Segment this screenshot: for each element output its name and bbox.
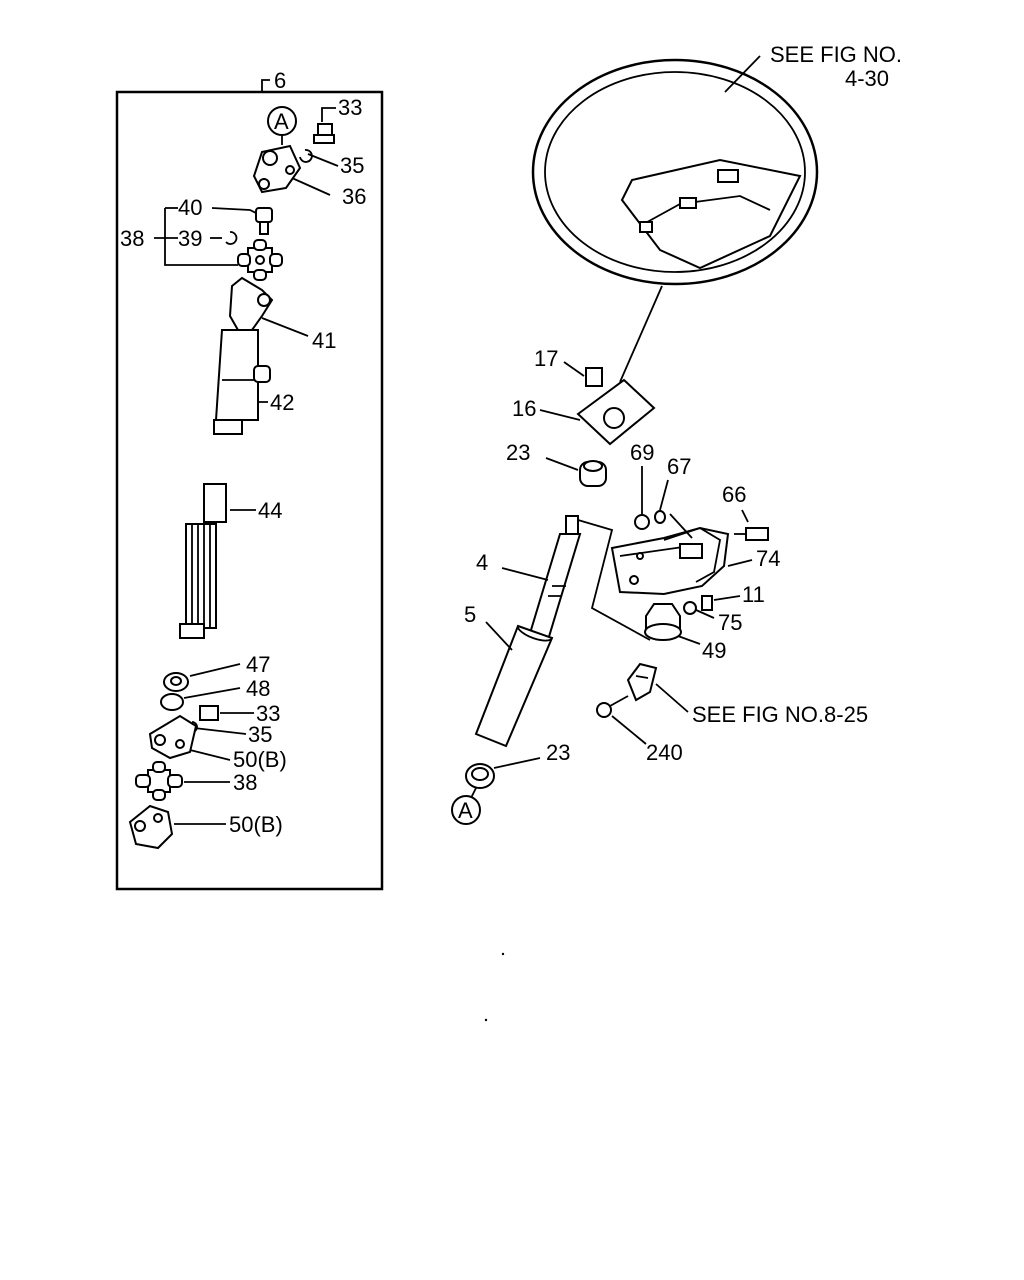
spider-38-bottom (147, 769, 171, 793)
label-48: 48 (246, 676, 270, 701)
label-23-upper: 23 (506, 440, 530, 465)
label-240: 240 (646, 740, 683, 765)
washer-48 (160, 693, 184, 711)
snap-ring-39 (225, 231, 238, 245)
label-16: 16 (512, 396, 536, 421)
grease-fitting-40 (255, 207, 273, 223)
label-40: 40 (178, 195, 202, 220)
label-4: 4 (476, 550, 488, 575)
screw-17 (585, 367, 603, 387)
label-67: 67 (667, 454, 691, 479)
steering-wheel: SEE FIG NO. 4-30 (531, 42, 902, 383)
see-fig-8-25: SEE FIG NO.8-25 (692, 702, 868, 727)
lower-joint-group: 47 48 33 35 50(B) 38 (128, 652, 287, 850)
label-23-lower: 23 (546, 740, 570, 765)
screw-240 (596, 702, 612, 718)
clamp-see-fig-8-25: SEE FIG NO.8-25 240 (596, 662, 868, 765)
assembly-border (115, 90, 384, 891)
label-42: 42 (270, 390, 294, 415)
label-75: 75 (718, 610, 742, 635)
see-fig-4-30-line1: SEE FIG NO. (770, 42, 902, 67)
label-49: 49 (702, 638, 726, 663)
reference-a-bottom (451, 795, 481, 825)
label-5: 5 (464, 602, 476, 627)
label-74: 74 (756, 546, 780, 571)
label-11: 11 (742, 582, 765, 607)
stray-mark (484, 1018, 488, 1022)
label-39: 39 (178, 226, 202, 251)
label-50b-upper: 50(B) (233, 747, 287, 772)
bracket-16: 17 16 (512, 346, 656, 446)
label-35-top: 35 (340, 153, 364, 178)
upper-shaft-41: 41 42 (213, 276, 336, 435)
splined-shaft-44: 44 (179, 483, 282, 639)
label-33-top: 33 (338, 95, 362, 120)
bolt-33-top: 33 (313, 95, 362, 144)
label-66: 66 (722, 482, 746, 507)
lock-bracket-74: 66 74 (610, 482, 780, 596)
yoke-36: 36 (252, 144, 366, 209)
label-33-bottom: 33 (256, 701, 280, 726)
bushing-23-lower: 23 A (451, 740, 570, 825)
stray-mark (501, 952, 505, 956)
bolt-66 (745, 527, 769, 541)
grease-fitting-42 (253, 365, 271, 383)
see-fig-4-30-line2: 4-30 (845, 66, 889, 91)
clip-35-top: 35 (299, 149, 364, 178)
yoke-50b-upper (148, 714, 198, 760)
switch-49: 49 11 75 (577, 519, 765, 663)
label-69: 69 (630, 440, 654, 465)
intermediate-shaft-assembly-box: 6 A 33 35 36 (115, 68, 384, 891)
screw-75 (683, 601, 697, 615)
label-a-bottom: A (458, 798, 473, 823)
label-36: 36 (342, 184, 366, 209)
spider-kit-38: 40 38 39 (120, 195, 283, 281)
bolt-33-bottom (199, 705, 219, 721)
steering-column-5: 5 (464, 602, 554, 748)
label-44: 44 (258, 498, 282, 523)
label-38-top: 38 (120, 226, 144, 251)
label-35-bottom: 35 (248, 722, 272, 747)
label-50b-lower: 50(B) (229, 812, 283, 837)
reference-a-top: A (267, 106, 297, 145)
bushing-23-upper: 23 (506, 440, 607, 487)
label-a-top: A (274, 109, 289, 134)
label-17: 17 (534, 346, 558, 371)
label-41: 41 (312, 328, 336, 353)
part-11 (701, 595, 713, 611)
steering-shaft-4: 4 (476, 515, 582, 641)
label-6: 6 (274, 68, 286, 93)
label-47: 47 (246, 652, 270, 677)
label-38-bottom: 38 (233, 770, 257, 795)
nut-69-washer-67: 69 67 (630, 440, 691, 530)
